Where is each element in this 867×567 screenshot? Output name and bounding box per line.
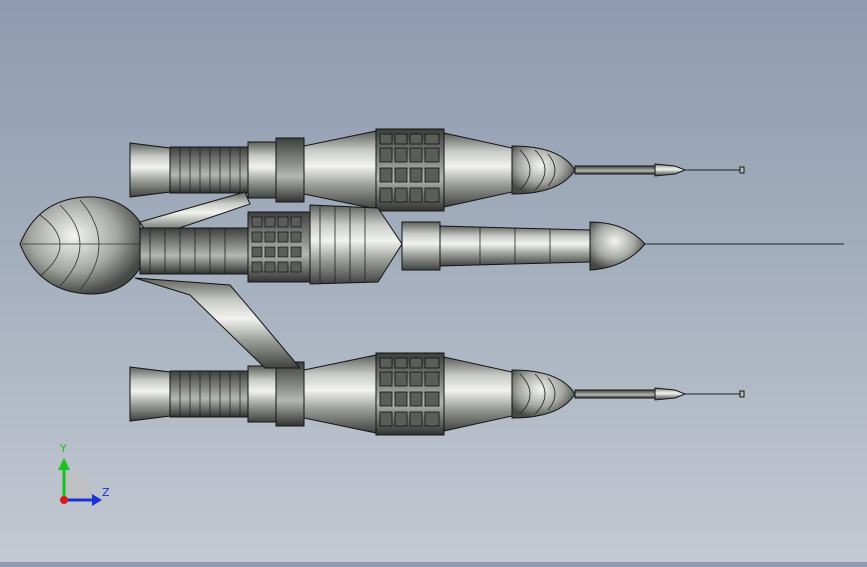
struts [134,191,302,369]
upper-nacelle[interactable] [129,128,745,212]
z-axis-label: Z [102,486,110,499]
axis-labels: Y Z [40,440,120,510]
y-axis-label: Y [60,442,67,455]
lower-nacelle[interactable] [129,352,745,436]
central-hull[interactable] [19,196,844,295]
coordinate-triad [58,458,102,506]
x-axis-dot [60,496,68,504]
